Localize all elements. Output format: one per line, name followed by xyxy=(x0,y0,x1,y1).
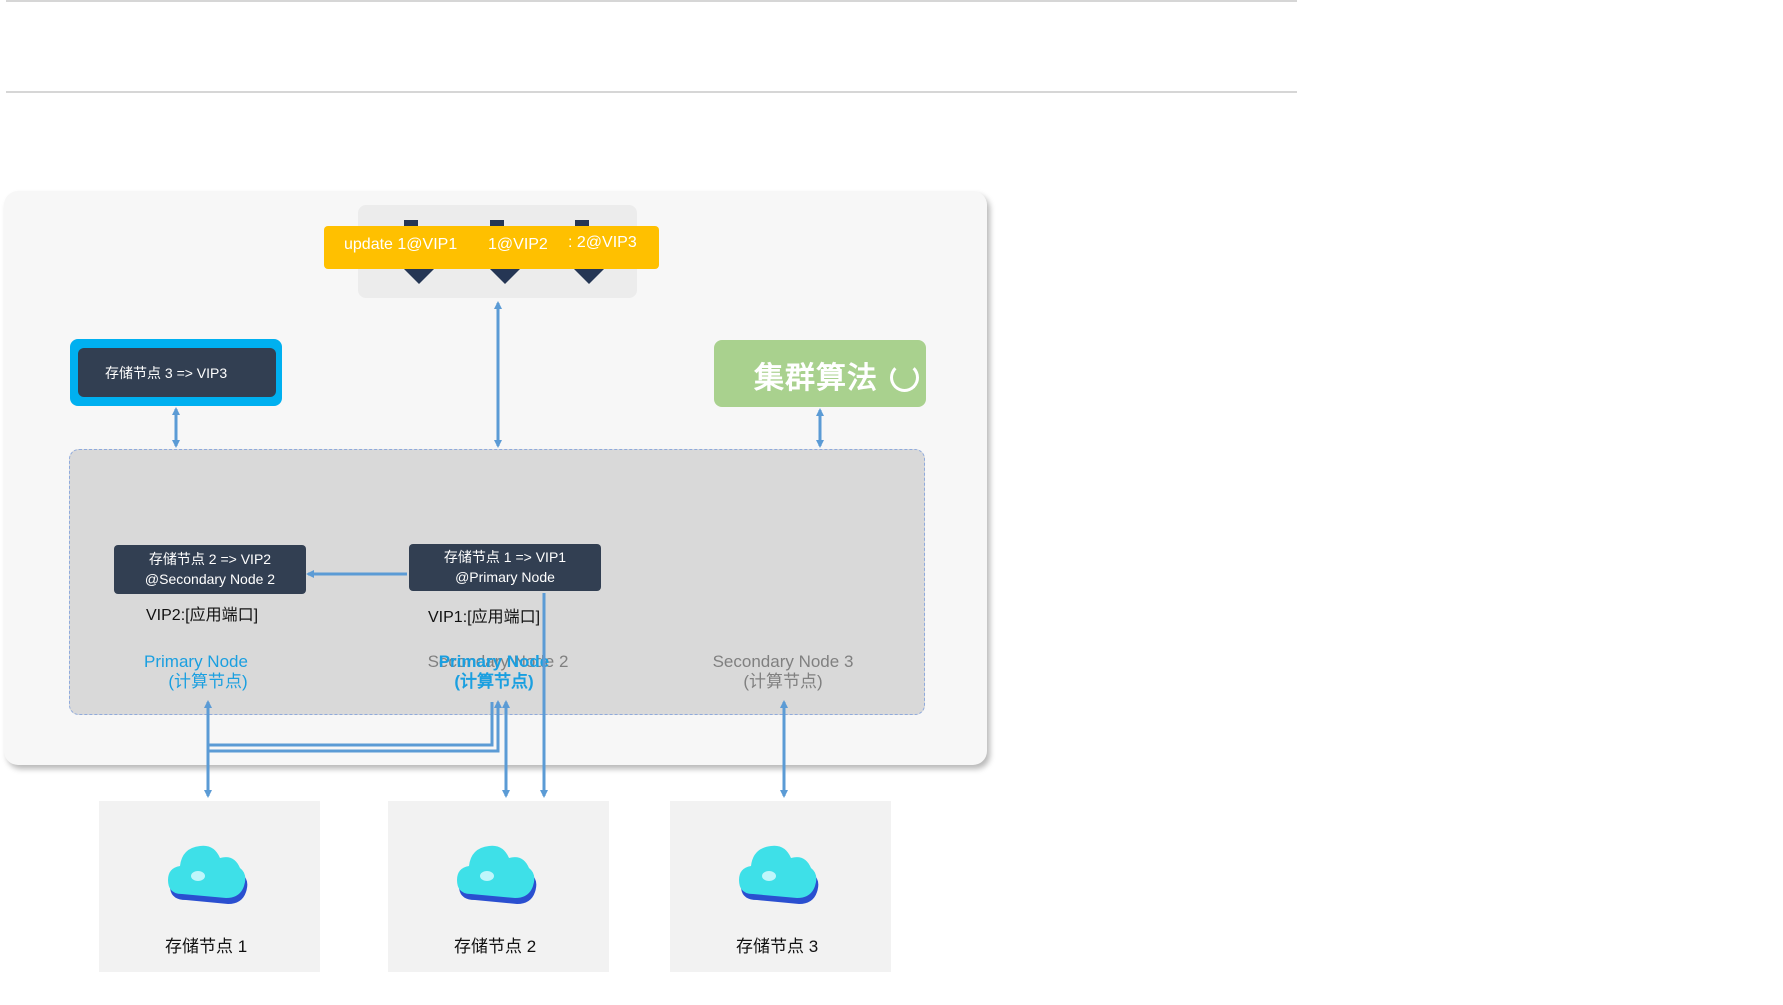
primary-node-label: Primary Node (计算节点) xyxy=(131,652,261,692)
refresh-icon xyxy=(890,363,919,392)
vip3-mapping-box xyxy=(78,348,276,397)
vip1-mapping-box: 存储节点 1 => VIP1 @Primary Node xyxy=(409,544,601,591)
secondary-node-3-label: Secondary Node 3 (计算节点) xyxy=(698,652,868,692)
vip2-mapping-line1: 存储节点 2 => VIP2 xyxy=(148,551,272,567)
vip2-mapping-line2: @Secondary Node 2 xyxy=(144,571,276,587)
cloud-icon xyxy=(739,845,819,904)
primary-to-node2-arrow xyxy=(208,700,502,753)
secondary-node-3-role: (计算节点) xyxy=(743,672,823,691)
storage-node-1-label: 存储节点 1 xyxy=(165,937,248,956)
secondary-node-3-name: Secondary Node 3 xyxy=(712,652,854,671)
vip2-port-label: VIP2:[应用端口] xyxy=(146,607,259,624)
vip2-mapping-box: 存储节点 2 => VIP2 @Secondary Node 2 xyxy=(114,545,306,594)
vip1-port-label: VIP1:[应用端口] xyxy=(428,609,541,626)
vip1-mapping-line1: 存储节点 1 => VIP1 xyxy=(443,549,567,565)
promoted-primary-node-role: (计算节点) xyxy=(454,672,534,691)
storage-node-3-label: 存储节点 3 xyxy=(736,937,819,956)
vip3-mapping-label: 存储节点 3 => VIP3 xyxy=(105,365,228,381)
storage-node-2-label: 存储节点 2 xyxy=(454,937,537,956)
cloud-icon xyxy=(457,845,537,904)
sql-segment-1: update 1@VIP1 xyxy=(344,236,458,253)
sql-segment-2: 1@VIP2 xyxy=(488,236,548,253)
promoted-primary-node-label: Primary Node (计算节点) xyxy=(428,652,560,692)
sql-statement-bar xyxy=(324,226,659,269)
promoted-primary-node-name: Primary Node xyxy=(438,652,550,671)
secondary-node-2-name: Secondary Node 2 xyxy=(427,652,569,671)
divider-rule xyxy=(6,91,1297,93)
primary-node-role: (计算节点) xyxy=(168,672,248,691)
cloud-icon xyxy=(168,845,248,904)
vip1-mapping-line2: @Primary Node xyxy=(455,569,555,585)
top-rule xyxy=(6,0,1297,2)
sql-segment-3: : 2@VIP3 xyxy=(568,234,637,251)
secondary-node-2-label: Secondary Node 2 xyxy=(418,652,578,672)
cluster-algorithm-label: 集群算法 xyxy=(754,361,878,396)
primary-to-node2-second-line xyxy=(208,702,494,747)
primary-node-name: Primary Node xyxy=(144,652,248,671)
